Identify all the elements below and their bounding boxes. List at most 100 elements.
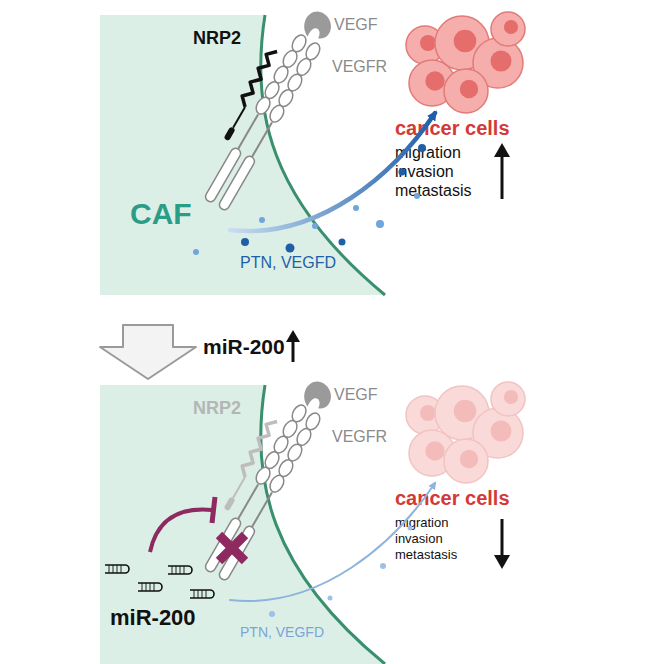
block-arrow [100,325,196,379]
drawing-part [312,223,318,229]
drawing-part [460,450,478,468]
drawing-part [219,535,245,561]
drawing-part [299,377,337,415]
drawing-part [276,457,295,479]
drawing-part [420,35,436,51]
part-label: VEGFR [332,58,387,76]
drawing-part [218,155,257,212]
increase-arrow [286,330,300,362]
cancer-cell-cluster [406,12,525,113]
secreted-factors [193,144,426,255]
drawing-part [289,33,308,55]
drawing-part [204,517,243,574]
drawing-part [376,220,384,228]
drawing-part [454,30,477,53]
drawing-part [223,496,235,511]
drawing-part [267,103,286,125]
drawing-part [238,417,277,476]
drawing-part [285,442,304,464]
drawing-part [280,418,299,440]
node-shape [100,15,390,295]
cancer-cell-group: cancer cells migration invasion metastasi… [390,375,540,575]
drawing-part [269,611,275,617]
drawing-part [501,155,504,199]
drawing-part [218,525,257,582]
drawing-part [292,340,295,362]
drawing-part [444,69,488,113]
drawing-part [233,107,245,128]
drawing-part [150,510,212,552]
drawing-part [408,526,413,531]
drawing-part [491,51,512,72]
drawing-part [418,144,426,152]
drawing-part [286,330,300,342]
part-label: VEGF [334,16,378,34]
inhibition-symbol [150,497,245,561]
drawing-part [271,434,290,456]
drawing-part [267,473,286,495]
drawing-part [253,95,272,117]
node-body: migration invasion metastasis [395,143,487,200]
part-label: NRP2 [193,398,241,419]
drawing-part [259,217,265,223]
secretion-arrow [230,483,435,601]
drawing-part [420,405,436,421]
drawing-part [289,403,308,425]
node-heading: cancer cells [395,487,540,510]
drawing-part [168,566,192,574]
node-body: migration invasion metastasis [395,515,471,563]
drawing-part [233,477,245,498]
edge-label: PTN, VEGFD [240,254,336,272]
node-heading: miR-200 [110,605,250,630]
drawing-part [501,519,504,557]
drawing-part [223,126,235,141]
drawing-part [241,238,249,246]
drawing-part [399,169,406,176]
cancer-cell-cluster [406,382,525,483]
drawing-part [491,382,525,416]
drawing-part [294,426,313,448]
caf-panel: miR-200 [100,385,390,664]
node-heading: cancer cells [395,117,540,140]
decrease-arrow [494,519,510,569]
edge-label: PTN, VEGFD [240,624,324,640]
drawing-part [491,12,525,46]
secreted-factors [269,526,413,618]
drawing-part [303,411,322,433]
drawing-part [328,596,333,601]
drawing-part [494,143,510,157]
cell-membrane [261,15,385,295]
part-label: VEGF [334,386,378,404]
part-label: NRP2 [193,28,241,49]
drawing-part [286,244,295,253]
drawing-part [238,47,277,106]
drawing-part [105,565,129,573]
caf-cell [100,15,385,295]
part-label: VEGFR [332,428,387,446]
drawing-part [353,205,359,211]
receptor-complex [188,0,337,212]
caf-panel: CAF [100,15,390,295]
drawing-part [285,72,304,94]
edge-label: miR-200 [203,335,285,359]
drawing-part [219,535,245,561]
drawing-part [414,193,420,199]
secretion-arrow [230,113,435,231]
drawing-part [339,239,346,246]
drawing-part [238,484,258,519]
drawing-part [425,441,444,460]
node-heading: CAF [130,197,250,232]
drawing-part [138,583,162,591]
drawing-part [380,563,386,569]
drawing-part [494,555,510,569]
drawing-part [504,390,518,404]
drawing-part [252,492,272,527]
drawing-part [504,20,518,34]
drawing-part [193,249,199,255]
drawing-part [204,147,243,204]
cell-membrane [261,385,385,664]
